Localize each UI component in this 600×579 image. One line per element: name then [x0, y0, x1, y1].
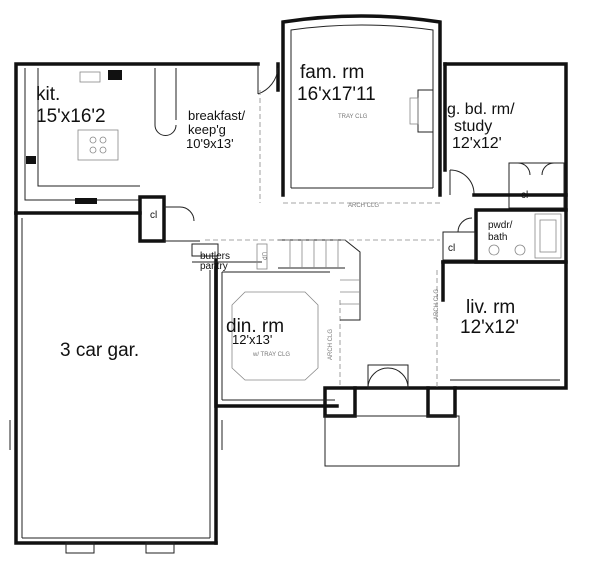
dining-room	[214, 266, 339, 408]
butlers-name: butlers	[200, 251, 230, 262]
guest-name: g. bd. rm/	[447, 101, 515, 118]
kitchen-closet	[138, 195, 200, 243]
closet-label-hall: cl	[448, 243, 455, 254]
foyer	[323, 300, 460, 467]
guest-bedroom	[443, 62, 568, 212]
kitchen-name: kit.	[36, 84, 60, 105]
breakfast-name: breakfast/	[188, 108, 245, 123]
closet-label-study: cl	[521, 190, 528, 201]
stairs-up-label: UP	[260, 252, 266, 260]
living-room	[426, 260, 568, 418]
living-size: 12'x12'	[460, 317, 519, 338]
kitchen-walls	[14, 62, 280, 215]
butlers-pantry	[191, 243, 268, 270]
family-name: fam. rm	[300, 62, 364, 83]
family-note: TRAY CLG	[338, 114, 368, 120]
dining-name: din. rm	[226, 316, 284, 337]
arch-label-living: ARCH CLG	[434, 289, 440, 320]
closet-label-kitchen: cl	[150, 210, 157, 221]
family-room	[259, 14, 442, 204]
butlers-name-2: pantry	[200, 261, 228, 272]
arch-label-family: ARCH CLG	[348, 203, 379, 209]
powder-name-2: bath	[488, 232, 507, 243]
dining-note: w/ TRAY CLG	[252, 352, 290, 358]
breakfast-name-2: keep'g	[188, 122, 226, 137]
dining-size: 12'x13'	[232, 332, 272, 347]
garage-name: 3 car gar.	[60, 340, 139, 361]
garage	[9, 211, 223, 554]
family-size: 16'x17'11	[297, 84, 376, 105]
guest-size: 12'x12'	[452, 135, 502, 152]
stairs	[205, 239, 440, 321]
guest-name-2: study	[454, 118, 492, 135]
breakfast-size: 10'9x13'	[186, 136, 234, 151]
arch-label-dining: ARCH CLG	[328, 329, 334, 360]
living-name: liv. rm	[466, 297, 515, 318]
powder-name: pwdr/	[488, 220, 513, 231]
kitchen-size: 15'x16'2	[36, 106, 106, 127]
